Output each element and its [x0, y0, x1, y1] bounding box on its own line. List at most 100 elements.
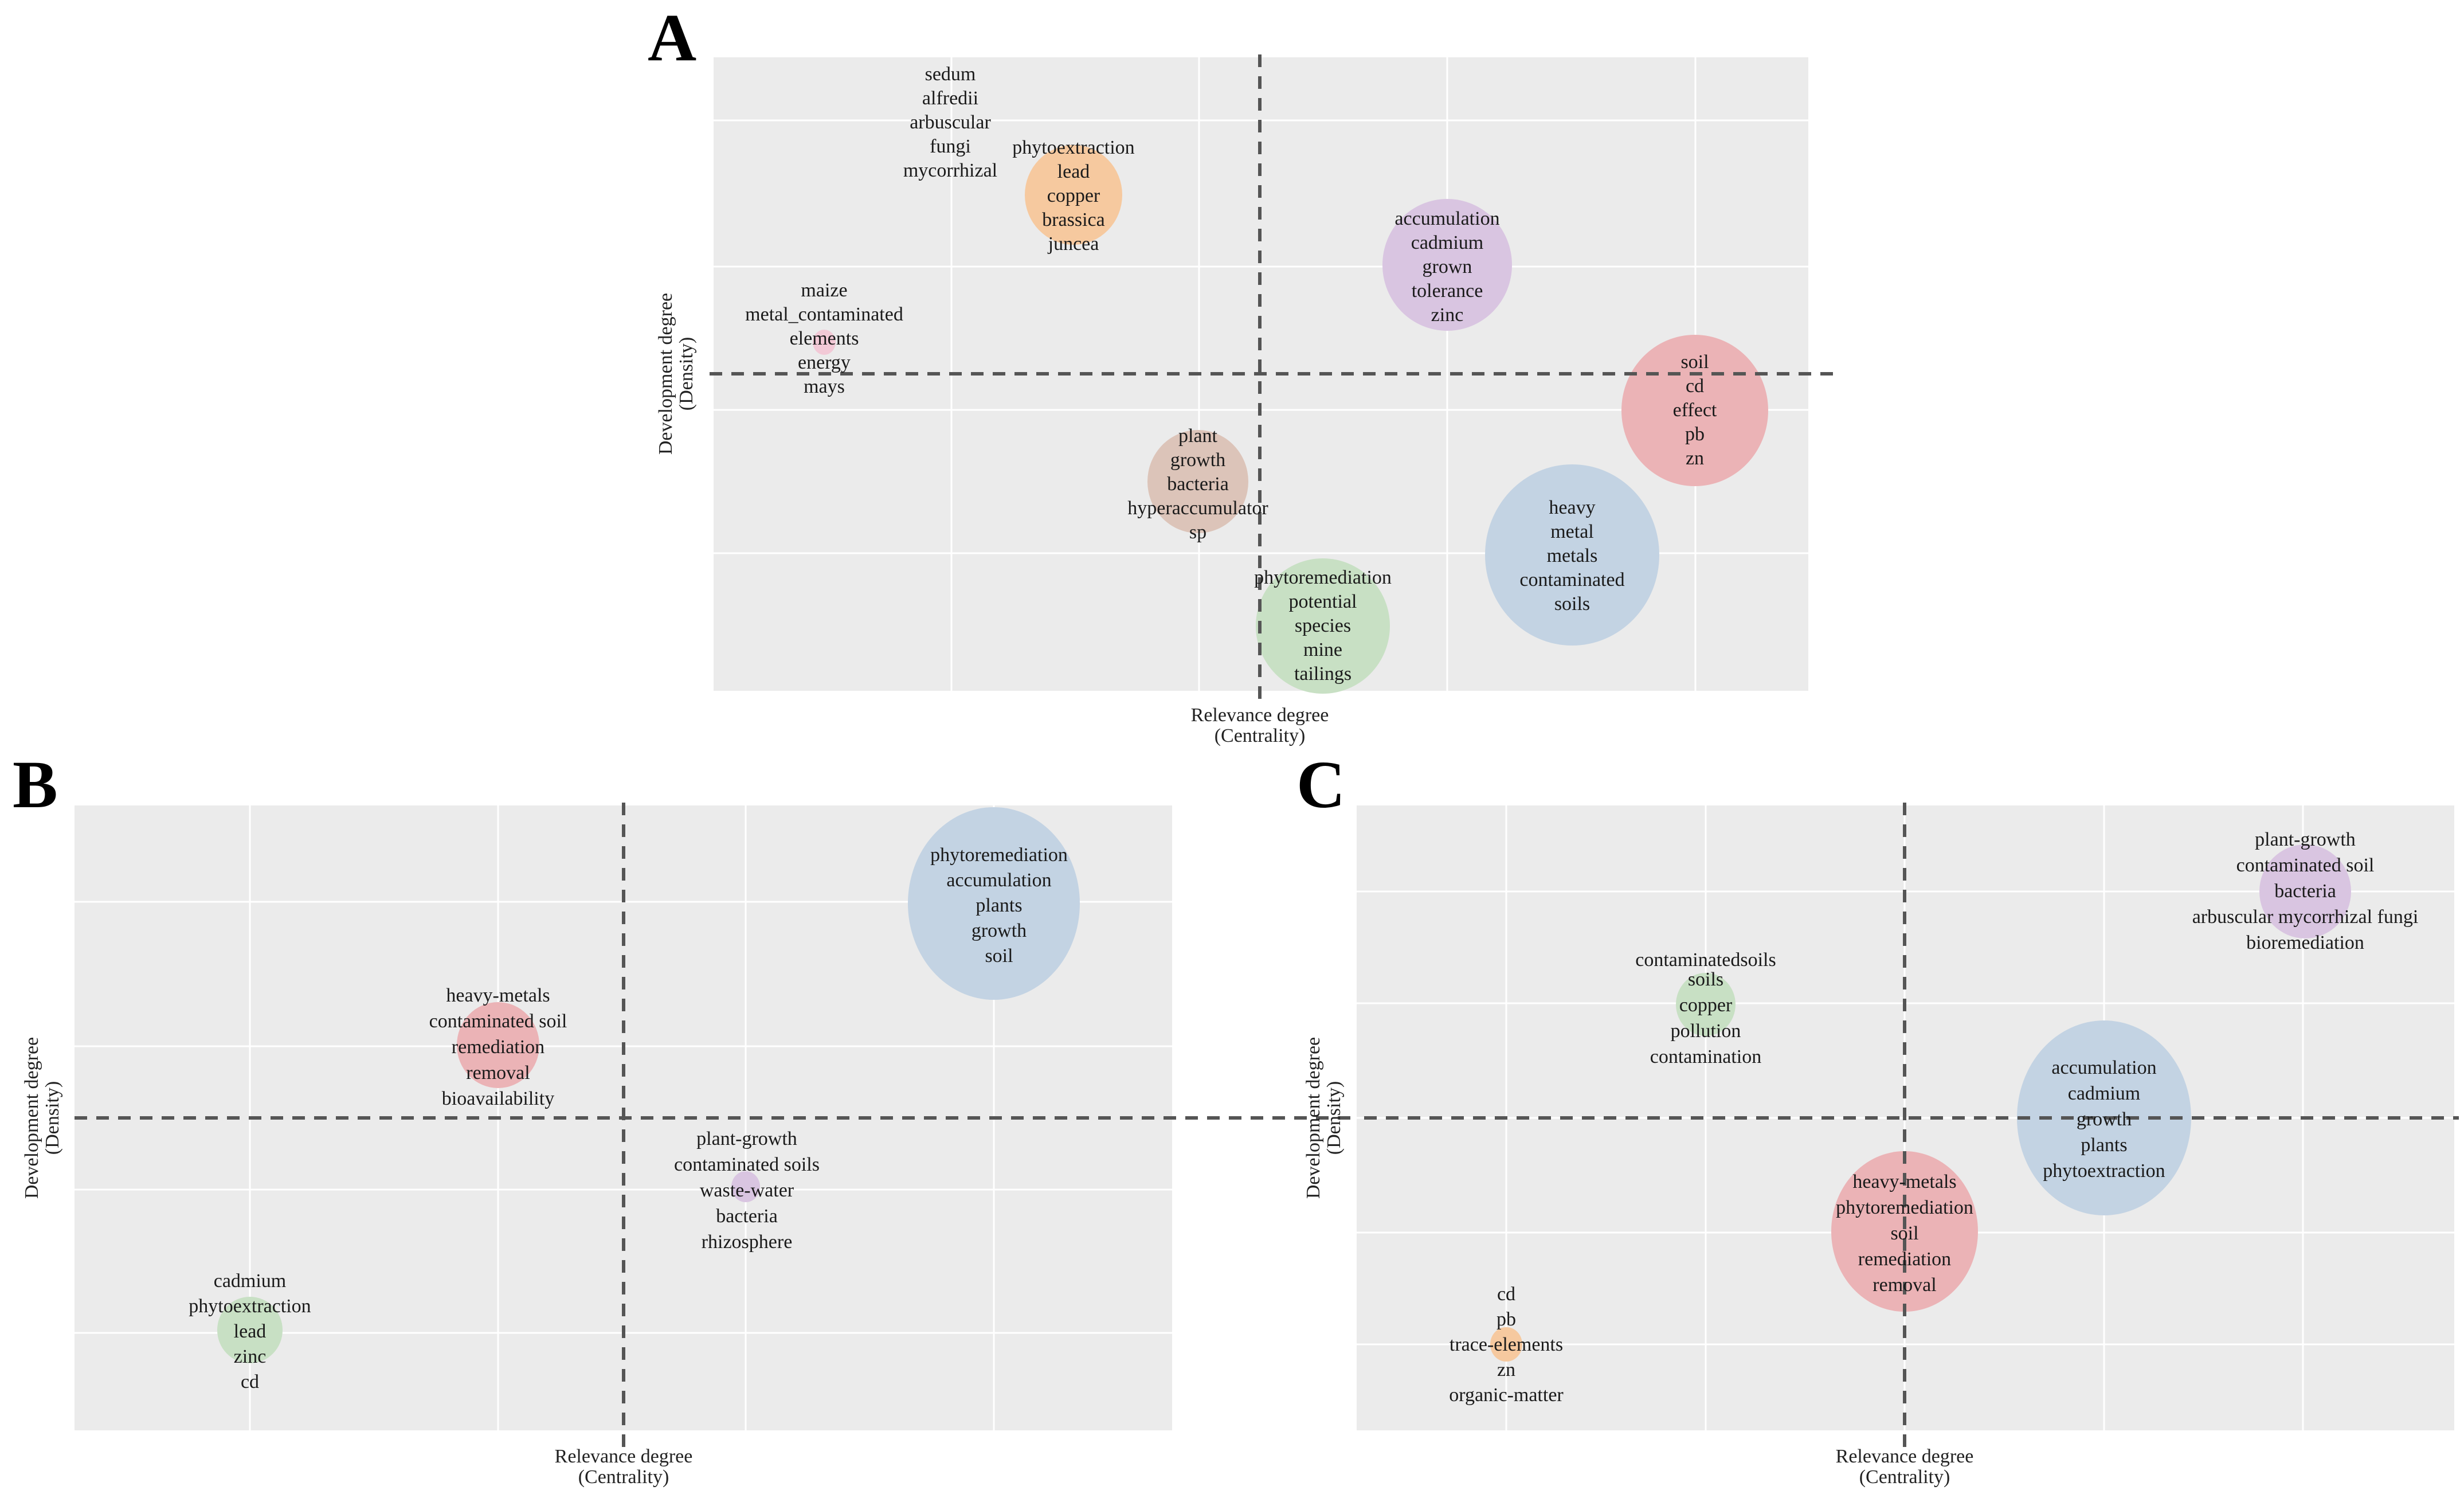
panel-b: B phytoremediation accumulation plants g…: [13, 747, 1373, 1488]
keyword-label: bioremediation: [2246, 932, 2364, 953]
keyword-label: growth: [1170, 449, 1225, 471]
keyword-label: alfredii: [922, 88, 978, 109]
cluster-bubble: [813, 330, 836, 355]
keyword-label: grown: [1423, 256, 1472, 277]
keyword-label: contamination: [1650, 1046, 1762, 1067]
keyword-label: bacteria: [716, 1206, 778, 1227]
keyword-label: cadmium: [214, 1270, 287, 1292]
keyword-label: heavy-metals: [1852, 1171, 1956, 1192]
y-axis-title-line: Development degree: [21, 1037, 42, 1199]
keyword-label: zn: [1497, 1359, 1515, 1380]
keyword-label: pb: [1685, 424, 1705, 445]
y-axis-title-line: (Density): [1323, 1081, 1345, 1155]
cluster-bubble: [1382, 199, 1512, 331]
y-axis-title-line: (Density): [42, 1081, 63, 1155]
panel-b-bubbles: [217, 807, 1080, 1363]
panel-c: C plant-growth contaminated soil bact: [1296, 747, 2459, 1488]
keyword-label: maize: [801, 280, 847, 301]
keyword-label: mine: [1303, 639, 1342, 660]
x-axis-title-line: Relevance degree: [1191, 705, 1329, 726]
x-axis-title-line: Relevance degree: [1836, 1446, 1974, 1467]
keyword-label: metal_contaminated: [745, 304, 903, 325]
keyword-label: contaminated: [1519, 569, 1624, 590]
keyword-label: waste-water: [700, 1180, 794, 1201]
keyword-label: species: [1295, 615, 1351, 636]
keyword-label: accumulation: [1394, 208, 1499, 229]
cluster-bubble: [457, 1002, 539, 1088]
keyword-label: elements: [790, 328, 859, 349]
keyword-label: energy: [798, 352, 851, 373]
cluster-bubble: [1490, 1327, 1522, 1362]
keyword-label: growth: [972, 920, 1027, 941]
keyword-label: fungi: [930, 136, 971, 157]
panel-a-label: A: [648, 0, 696, 75]
keyword-label: trace-elements: [1450, 1334, 1563, 1355]
keyword-label: rhizosphere: [702, 1231, 793, 1253]
keyword-label: cadmium: [1411, 232, 1484, 253]
keyword-label: contaminated soils: [674, 1154, 820, 1175]
keyword-label: removal: [1873, 1274, 1936, 1296]
keyword-label: soils: [1688, 969, 1723, 990]
keyword-label: phytoremediation: [1254, 567, 1392, 588]
keyword-label: zn: [1686, 448, 1704, 469]
keyword-label: hyperaccumulator: [1127, 498, 1268, 519]
cluster-bubble: [1025, 145, 1122, 245]
keyword-label: metals: [1547, 545, 1598, 566]
panel-c-bubbles: [1490, 844, 2351, 1362]
panel-c-keywords: plant-growth contaminated soil bacteria …: [1449, 829, 2418, 1406]
keyword-label: phytoremediation: [930, 844, 1068, 866]
panel-b-label: B: [13, 747, 58, 822]
keyword-label: contaminated soil: [2236, 855, 2375, 876]
keyword-label: heavy-metals: [446, 985, 550, 1006]
keyword-label: phytoextraction: [189, 1296, 311, 1317]
keyword-label: plants: [2081, 1135, 2127, 1156]
panel-a-y-axis-title: Development degree (Density): [655, 293, 697, 455]
keyword-label: copper: [1679, 995, 1733, 1016]
keyword-label: cd: [1686, 376, 1704, 397]
panel-b-y-axis-title: Development degree (Density): [21, 1037, 63, 1199]
panel-c-label: C: [1296, 747, 1345, 822]
keyword-label: pollution: [1671, 1020, 1741, 1042]
keyword-label: removal: [466, 1062, 530, 1084]
y-axis-title-line: Development degree: [655, 293, 676, 455]
keyword-label: soil: [1890, 1223, 1918, 1244]
panel-b-x-axis-title: Relevance degree (Centrality): [555, 1446, 693, 1488]
keyword-label: contaminatedsoils: [1635, 949, 1776, 971]
keyword-label: remediation: [452, 1037, 544, 1058]
cluster-bubble: [1831, 1151, 1978, 1312]
keyword-label: bacteria: [2274, 881, 2336, 902]
keyword-label: growth: [2077, 1109, 2132, 1130]
keyword-label: soils: [1554, 593, 1590, 615]
keyword-label: phytoextraction: [1012, 137, 1134, 158]
keyword-label: mays: [804, 376, 845, 397]
keyword-label: sedum: [925, 64, 976, 85]
cluster-bubble: [2259, 844, 2351, 938]
cluster-bubble: [2017, 1020, 2191, 1215]
cluster-bubble: [217, 1297, 283, 1363]
keyword-label: accumulation: [946, 870, 1051, 891]
keyword-label: plant-growth: [2255, 829, 2356, 850]
keyword-label: arbuscular mycorrhizal fungi: [2192, 906, 2419, 928]
keyword-label: bacteria: [1167, 474, 1229, 495]
keyword-label: contaminated soil: [429, 1011, 567, 1032]
keyword-label: heavy: [1549, 497, 1595, 518]
keyword-label: plant: [1178, 425, 1218, 447]
cluster-bubble: [731, 1171, 760, 1202]
keyword-label: copper: [1047, 185, 1100, 206]
keyword-label: accumulation: [2051, 1057, 2156, 1078]
cluster-bubble: [1256, 558, 1390, 694]
keyword-label: mycorrhizal: [903, 160, 997, 181]
cluster-bubble: [1676, 973, 1736, 1036]
keyword-label: cd: [1497, 1284, 1515, 1305]
keyword-label: lead: [234, 1321, 267, 1342]
y-axis-title-line: (Density): [676, 337, 697, 410]
panel-a-keywords: sedum alfredii arbuscular fungi mycorrhi…: [745, 64, 1717, 685]
panel-a: A sedum alfredii arbuscular fun: [648, 0, 1833, 746]
keyword-label: pb: [1497, 1309, 1516, 1330]
x-axis-title-line: Relevance degree: [555, 1446, 693, 1467]
cluster-bubble: [908, 807, 1080, 1000]
keyword-label: plant-growth: [696, 1128, 797, 1149]
keyword-label: soil: [985, 945, 1013, 967]
keyword-label: tolerance: [1412, 280, 1483, 302]
